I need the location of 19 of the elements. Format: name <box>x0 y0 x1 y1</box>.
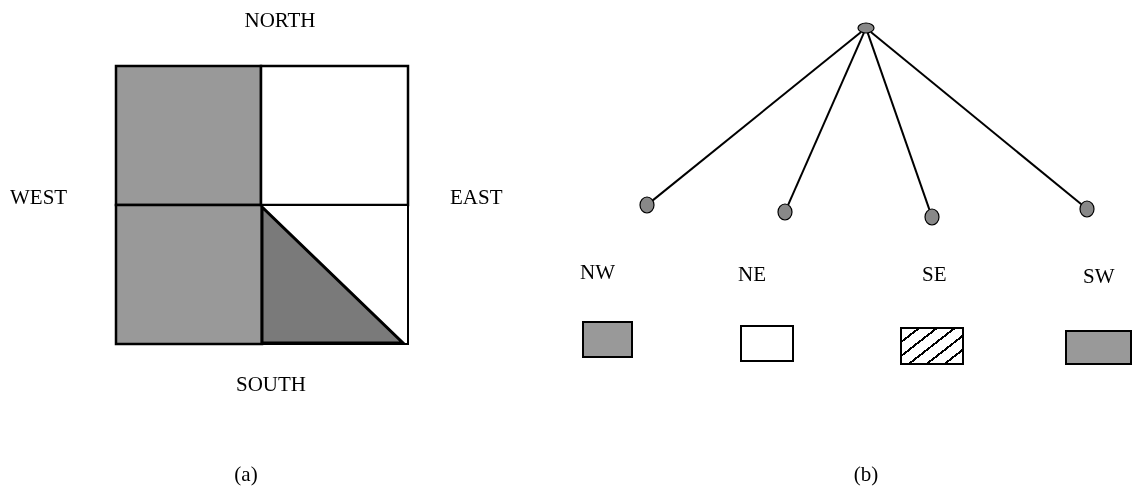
direction-label: EAST <box>450 185 503 209</box>
quadrant-label: SW <box>1083 264 1115 288</box>
tree-branch <box>869 30 1083 206</box>
tree-node <box>856 21 876 35</box>
panel-label: (a) <box>234 462 258 486</box>
tree-node <box>923 207 941 227</box>
direction-label: SOUTH <box>236 372 306 396</box>
quadrant-label: SE <box>922 262 947 286</box>
quadrant-label: NE <box>738 262 766 286</box>
quadrant-label: NW <box>580 260 615 284</box>
tree-branch <box>866 31 931 211</box>
tree-node <box>776 202 794 222</box>
tree-branch <box>651 30 863 202</box>
panel-label: (b) <box>853 462 879 486</box>
tree-node <box>638 195 656 215</box>
tree-node <box>1078 199 1096 219</box>
direction-label: NORTH <box>244 8 316 32</box>
direction-label: WEST <box>10 185 68 209</box>
tree-branch <box>787 31 865 206</box>
